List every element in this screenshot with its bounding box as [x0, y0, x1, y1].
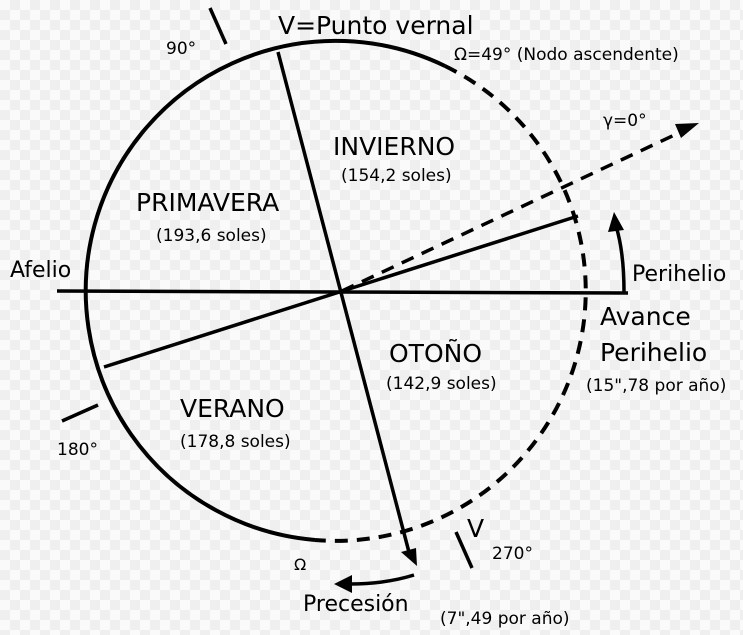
- perihelion-advance-arrowhead: [608, 212, 624, 232]
- tick-90: [208, 7, 228, 45]
- season-otono-days: (142,9 soles): [386, 374, 497, 394]
- season-verano-name: VERANO: [180, 394, 285, 423]
- vernal-point-label: V=Punto vernal: [278, 11, 474, 40]
- angle-90-label: 90°: [166, 39, 196, 59]
- season-invierno-days: (154,2 soles): [341, 166, 452, 186]
- gamma-arrowhead: [675, 123, 699, 138]
- angle-180-label: 180°: [57, 440, 98, 460]
- vernal-arrowhead: [401, 548, 417, 566]
- perihelio-label: Perihelio: [632, 262, 726, 287]
- gamma-direction-line: [341, 128, 686, 293]
- season-primavera-name: PRIMAVERA: [136, 188, 279, 217]
- tick-180: [61, 403, 99, 423]
- gamma-label: γ=0°: [603, 111, 647, 131]
- angle-270-label: 270°: [492, 544, 533, 564]
- precession-arrow: [349, 573, 415, 586]
- season-otono-name: OTOÑO: [389, 338, 482, 368]
- avance-line1: Avance: [600, 302, 691, 331]
- season-invierno-name: INVIERNO: [333, 132, 455, 161]
- precesion-rate-label: (7",49 por año): [440, 609, 570, 629]
- season-primavera-days: (193,6 soles): [156, 226, 267, 246]
- precesion-label: Precesión: [303, 592, 409, 617]
- perihelion-advance-arrow: [614, 225, 626, 293]
- orbit-solid-arc: [83, 38, 446, 542]
- perihelion-axis-line: [103, 214, 579, 369]
- node-label: Ω=49° (Nodo ascendente): [454, 45, 679, 65]
- omega-mark-label: Ω: [294, 555, 306, 574]
- vernal-line: [276, 51, 412, 557]
- season-verano-days: (178,8 soles): [180, 432, 291, 452]
- precession-arrowhead: [334, 575, 352, 593]
- tick-270: [454, 531, 474, 569]
- avance-line2: Perihelio: [600, 338, 707, 367]
- avance-rate: (15",78 por año): [586, 376, 726, 396]
- afelio-label: Afelio: [10, 258, 71, 283]
- v-mark-label: V: [467, 514, 484, 543]
